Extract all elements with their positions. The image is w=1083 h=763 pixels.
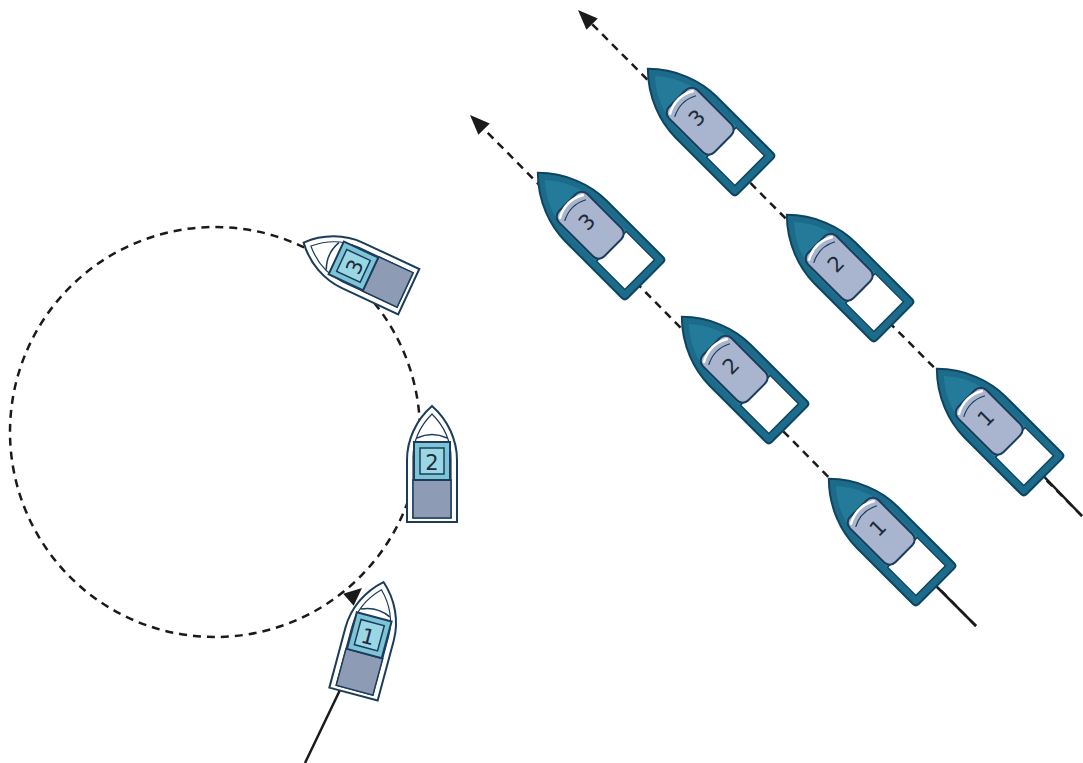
boat xyxy=(293,220,419,314)
boat xyxy=(329,576,407,701)
boat xyxy=(766,194,914,342)
track-line xyxy=(480,125,976,626)
boat xyxy=(407,406,457,522)
boat xyxy=(916,348,1064,496)
boat xyxy=(661,296,809,444)
boat xyxy=(627,48,775,196)
boat xyxy=(808,458,956,606)
arrow-head xyxy=(464,109,489,134)
arrow-head xyxy=(572,4,597,29)
boat xyxy=(517,152,665,300)
wake-line xyxy=(305,690,340,763)
track-line xyxy=(588,20,1082,516)
callout-number: 2 xyxy=(417,450,447,476)
